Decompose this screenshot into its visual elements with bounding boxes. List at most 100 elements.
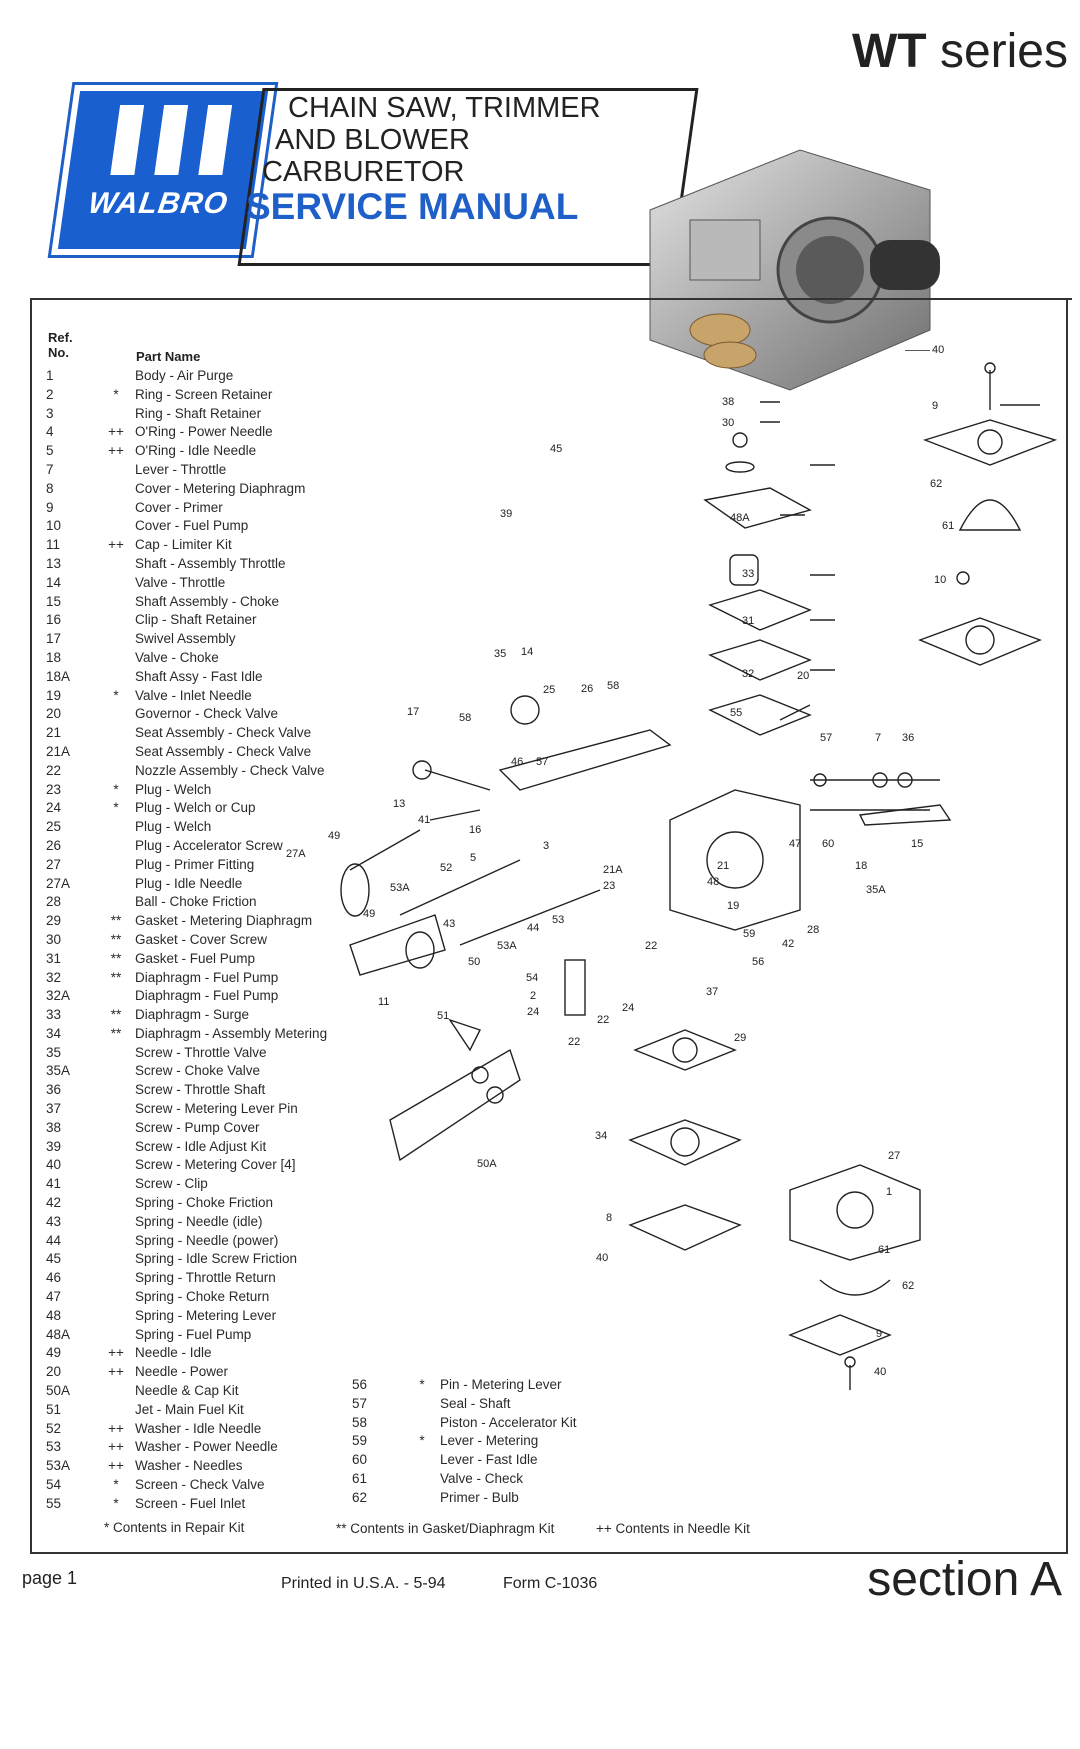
part-ref-number: 47 <box>46 1289 62 1305</box>
part-name: Ball - Choke Friction <box>135 894 257 910</box>
callout-number: 48 <box>707 876 720 888</box>
part-name: Shaft - Assembly Throttle <box>135 555 286 571</box>
part-ref-number: 37 <box>46 1101 62 1117</box>
callout-number: 31 <box>742 615 755 627</box>
part-ref-number: 19 <box>46 687 62 703</box>
part-ref-number: 32 <box>46 969 62 985</box>
callout-number: 21A <box>603 864 623 876</box>
part-kit-mark: * <box>113 1477 119 1493</box>
callout-number: 16 <box>469 824 482 836</box>
part-name: Nozzle Assembly - Check Valve <box>135 762 325 778</box>
callout-number: 7 <box>875 732 882 744</box>
part-name: Needle & Cap Kit <box>135 1383 239 1399</box>
part-name: Screw - Idle Adjust Kit <box>135 1138 267 1154</box>
part-ref-number: 9 <box>46 499 54 515</box>
part-ref-number: 30 <box>46 931 62 947</box>
part-ref-number: 27A <box>46 875 71 891</box>
callout-number: 58 <box>607 680 620 692</box>
part-name: Piston - Accelerator Kit <box>440 1414 577 1430</box>
part-kit-mark <box>104 1062 128 1081</box>
logo-text: WALBRO <box>86 187 231 220</box>
part-kit-mark: ++ <box>108 443 124 459</box>
part-name: Clip - Shaft Retainer <box>135 612 257 628</box>
part-name: Washer - Power Needle <box>135 1439 278 1455</box>
part-kit-mark <box>104 405 128 424</box>
part-ref-number: 17 <box>46 631 62 647</box>
part-kit-mark: ++ <box>108 1364 124 1380</box>
title-line-1: CHAIN SAW, TRIMMER <box>288 92 601 124</box>
part-ref-number: 43 <box>46 1213 62 1229</box>
part-ref-number: 5 <box>46 443 54 459</box>
callout-number: 61 <box>942 520 955 532</box>
part-ref-number: 35A <box>46 1063 71 1079</box>
callout-number: 53A <box>390 882 410 894</box>
part-ref-number: 48A <box>46 1326 71 1342</box>
part-kit-mark <box>104 1194 128 1213</box>
part-name: O'Ring - Power Needle <box>135 424 273 440</box>
callout-number: 25 <box>543 684 556 696</box>
part-ref-number: 23 <box>46 781 62 797</box>
part-name: Plug - Welch <box>135 781 212 797</box>
part-name: Cap - Limiter Kit <box>135 537 232 553</box>
callout-number: 32 <box>742 668 755 680</box>
callout-number: 47 <box>789 838 802 850</box>
part-name: Primer - Bulb <box>440 1489 519 1505</box>
callout-number: 30 <box>722 417 735 429</box>
part-kit-mark: ** <box>110 931 122 947</box>
part-ref-number: 45 <box>46 1251 62 1267</box>
part-ref-number: 21A <box>46 743 71 759</box>
callout-number: 56 <box>752 956 765 968</box>
part-kit-mark <box>104 1269 128 1288</box>
part-kit-mark: ** <box>110 913 122 929</box>
manual-title: SERVICE MANUAL <box>246 186 579 227</box>
part-kit-mark <box>104 1044 128 1063</box>
part-kit-mark: ** <box>110 950 122 966</box>
form-number: Form C-1036 <box>503 1575 598 1592</box>
part-ref-number: 62 <box>352 1489 368 1505</box>
part-name: Cover - Fuel Pump <box>135 518 249 534</box>
callout-number: 60 <box>822 838 835 850</box>
part-kit-mark: * <box>113 800 119 816</box>
part-ref-number: 44 <box>46 1232 62 1248</box>
part-name: Gasket - Metering Diaphragm <box>135 913 313 929</box>
part-ref-number: 33 <box>46 1007 62 1023</box>
part-ref-number: 10 <box>46 518 62 534</box>
part-ref-number: 7 <box>46 461 54 477</box>
part-name: Cover - Metering Diaphragm <box>135 480 306 496</box>
part-name: Screw - Metering Cover [4] <box>135 1157 296 1173</box>
part-ref-number: 4 <box>46 424 54 440</box>
part-name: Screw - Metering Lever Pin <box>135 1101 298 1117</box>
frame-right-edge <box>1066 298 1068 1554</box>
part-kit-mark <box>104 818 128 837</box>
part-name: Screw - Pump Cover <box>135 1119 260 1135</box>
part-ref-number: 3 <box>46 405 54 421</box>
part-ref-number: 18 <box>46 649 62 665</box>
part-ref-number: 8 <box>46 480 54 496</box>
part-name: Spring - Fuel Pump <box>135 1326 252 1342</box>
part-ref-number: 28 <box>46 894 62 910</box>
part-name: Needle - Idle <box>135 1345 212 1361</box>
callout-number: 21 <box>717 860 730 872</box>
part-ref-number: 55 <box>46 1495 62 1511</box>
part-ref-number: 32A <box>46 988 71 1004</box>
part-ref-number: 56 <box>352 1377 368 1392</box>
part-name: Swivel Assembly <box>135 631 236 647</box>
part-name: Spring - Metering Lever <box>135 1307 277 1323</box>
part-kit-mark <box>104 480 128 499</box>
part-name: Spring - Choke Return <box>135 1289 270 1305</box>
callout-number: 53A <box>497 940 517 952</box>
callout-number: 9 <box>876 1328 883 1340</box>
callout-number: 18 <box>855 860 868 872</box>
part-ref-number: 24 <box>46 800 62 816</box>
part-ref-number: 42 <box>46 1195 62 1211</box>
part-ref-number: 51 <box>46 1401 62 1417</box>
part-name: Body - Air Purge <box>135 368 234 383</box>
part-name: Lever - Fast Idle <box>440 1452 538 1468</box>
part-kit-mark <box>104 1401 128 1420</box>
callout-number: 36 <box>902 732 915 744</box>
part-name: Jet - Main Fuel Kit <box>135 1401 244 1417</box>
callout-number: 14 <box>521 646 534 658</box>
carburetor-photo <box>649 149 940 391</box>
part-ref-number: 15 <box>46 593 62 609</box>
